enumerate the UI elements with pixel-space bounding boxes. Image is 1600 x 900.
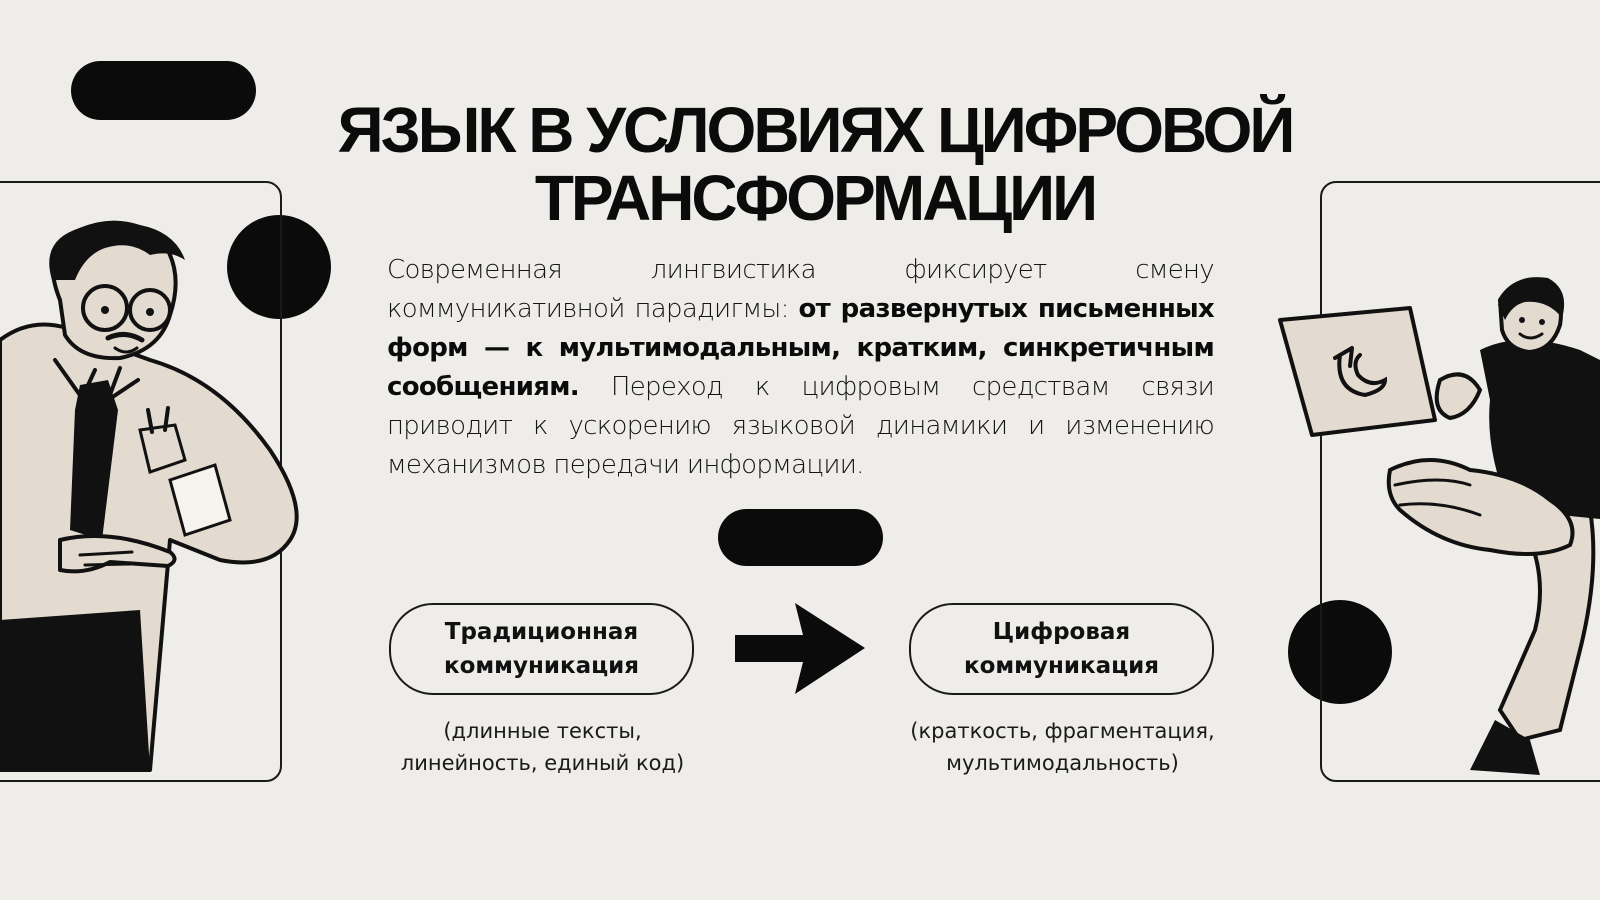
traditional-caption: (длинные тексты, линейность, единый код) — [370, 715, 715, 779]
decor-circle-left — [227, 215, 331, 319]
person-with-tablet-icon — [1278, 277, 1600, 775]
body-emphasis: от развернутых письменных форм — к мульт… — [387, 294, 1215, 402]
body-intro: Современная лингвистика фиксирует смену … — [387, 255, 1215, 324]
traditional-label-line-2: коммуникация — [443, 653, 640, 679]
decor-circle-right — [1288, 600, 1392, 704]
man-with-glasses-icon — [0, 220, 299, 772]
digital-caption-line-2: мультимодальность) — [946, 751, 1179, 775]
arrow-right-icon — [735, 603, 865, 694]
body-paragraph: Современная лингвистика фиксирует смену … — [387, 251, 1215, 485]
digital-caption: (краткость, фрагментация, мультимодально… — [890, 715, 1235, 779]
page-title-line-1: ЯЗЫК В УСЛОВИЯХ ЦИФРОВОЙ — [337, 94, 1296, 166]
digital-label-line-2: коммуникация — [963, 653, 1160, 679]
traditional-caption-line-1: (длинные тексты, — [443, 719, 642, 743]
traditional-caption-line-2: линейность, единый код) — [400, 751, 685, 775]
body-outro: Переход к цифровым средствам связи приво… — [387, 372, 1215, 480]
decor-pill-top-left — [71, 61, 256, 120]
page-title: ЯЗЫК В УСЛОВИЯХ ЦИФРОВОЙ ТРАНСФОРМАЦИИ — [240, 96, 1390, 232]
traditional-communication-box: Традиционная коммуникация — [389, 603, 694, 695]
digital-caption-line-1: (краткость, фрагментация, — [910, 719, 1215, 743]
page-title-line-2: ТРАНСФОРМАЦИИ — [534, 162, 1098, 234]
decor-pill-center — [718, 509, 883, 566]
traditional-label-line-1: Традиционная — [444, 619, 639, 645]
digital-communication-box: Цифровая коммуникация — [909, 603, 1214, 695]
right-illustration-frame — [1320, 181, 1600, 782]
digital-label-line-1: Цифровая — [992, 619, 1131, 645]
